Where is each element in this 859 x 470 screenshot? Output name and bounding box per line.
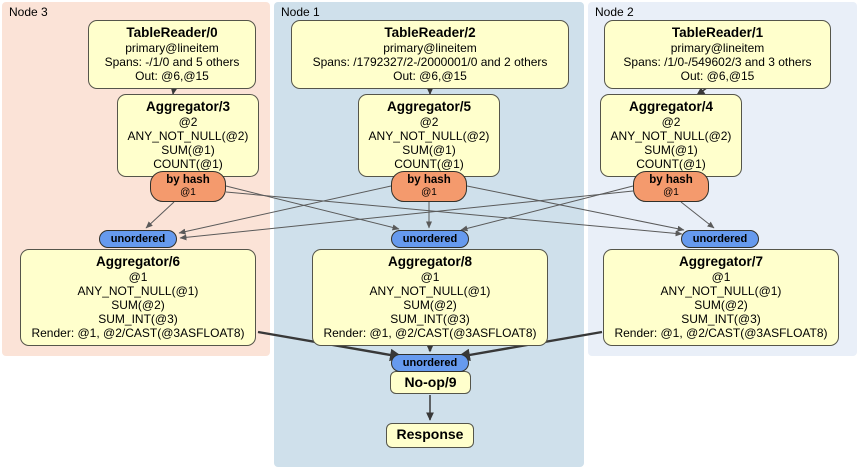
processor-detail: Out: @6,@15 [393,69,467,83]
by-hash-router-node1: by hash @1 [391,171,467,202]
processor-detail: primary@lineitem [125,41,219,55]
router-label: by hash [166,174,210,186]
noop-box: No-op/9 [390,371,471,394]
aggregator-8-box: Aggregator/8 @1 ANY_NOT_NULL(@1) SUM(@2)… [312,249,548,346]
processor-detail: @2 [178,115,198,129]
unordered-sync-node1: unordered [391,230,469,248]
processor-detail: SUM_INT(@3) [390,312,470,326]
processor-detail: Spans: /1792327/2-/2000001/0 and 2 other… [312,55,548,69]
processor-detail: @1 [128,270,148,284]
processor-title: Aggregator/7 [678,254,763,269]
by-hash-router-node2: by hash @1 [633,171,709,202]
processor-detail: COUNT(@1) [636,157,706,171]
processor-detail: ANY_NOT_NULL(@2) [127,129,249,143]
response-box: Response [386,423,474,448]
processor-detail: ANY_NOT_NULL(@1) [77,284,199,298]
processor-detail: @2 [661,115,681,129]
processor-detail: @2 [419,115,439,129]
processor-detail: primary@lineitem [383,41,477,55]
processor-detail: Out: @6,@15 [135,69,209,83]
aggregator-5-box: Aggregator/5 @2 ANY_NOT_NULL(@2) SUM(@1)… [358,94,500,177]
aggregator-6-box: Aggregator/6 @1 ANY_NOT_NULL(@1) SUM(@2)… [20,249,256,346]
router-key: @1 [421,187,437,198]
unordered-sync-node2: unordered [681,230,759,248]
processor-detail: ANY_NOT_NULL(@2) [368,129,490,143]
unordered-sync-node3: unordered [99,230,177,248]
processor-detail: Render: @1, @2/CAST(@3ASFLOAT8) [614,326,828,340]
processor-detail: SUM(@1) [161,143,215,157]
processor-detail: Spans: -/1/0 and 5 others [104,55,240,69]
processor-title: TableReader/1 [671,25,764,40]
processor-detail: ANY_NOT_NULL(@2) [610,129,732,143]
tablereader-0-box: TableReader/0 primary@lineitem Spans: -/… [88,20,256,89]
aggregator-3-box: Aggregator/3 @2 ANY_NOT_NULL(@2) SUM(@1)… [117,94,259,177]
processor-title: TableReader/0 [126,25,218,40]
router-key: @1 [663,187,679,198]
processor-title: Aggregator/8 [387,254,472,269]
unordered-sync-final: unordered [391,354,469,372]
aggregator-4-box: Aggregator/4 @2 ANY_NOT_NULL(@2) SUM(@1)… [600,94,742,177]
processor-detail: @1 [711,270,731,284]
by-hash-router-node3: by hash @1 [150,171,226,202]
router-label: by hash [649,174,693,186]
tablereader-2-box: TableReader/2 primary@lineitem Spans: /1… [291,20,569,89]
processor-title: TableReader/2 [384,25,476,40]
processor-detail: ANY_NOT_NULL(@1) [660,284,782,298]
processor-detail: Render: @1, @2/CAST(@3ASFLOAT8) [31,326,245,340]
processor-detail: primary@lineitem [670,41,765,55]
processor-detail: SUM(@2) [403,298,457,312]
processor-detail: Out: @6,@15 [680,69,755,83]
router-key: @1 [180,187,196,198]
processor-detail: Render: @1, @2/CAST(@3ASFLOAT8) [323,326,537,340]
tablereader-1-box: TableReader/1 primary@lineitem Spans: /1… [604,20,831,89]
region-label: Node 3 [9,5,48,19]
router-label: by hash [407,174,451,186]
processor-detail: SUM(@1) [402,143,456,157]
processor-detail: Spans: /1/0-/549602/3 and 3 others [623,55,812,69]
processor-detail: SUM(@2) [111,298,165,312]
aggregator-7-box: Aggregator/7 @1 ANY_NOT_NULL(@1) SUM(@2)… [603,249,839,346]
processor-title: Aggregator/5 [386,99,471,114]
processor-detail: SUM_INT(@3) [681,312,761,326]
processor-detail: COUNT(@1) [153,157,223,171]
processor-detail: SUM(@1) [644,143,698,157]
processor-detail: SUM(@2) [694,298,748,312]
region-label: Node 2 [595,5,634,19]
processor-detail: SUM_INT(@3) [98,312,178,326]
processor-title: Aggregator/3 [145,99,230,114]
processor-title: Aggregator/6 [95,254,180,269]
processor-detail: COUNT(@1) [394,157,464,171]
processor-detail: @1 [420,270,440,284]
processor-title: Aggregator/4 [628,99,713,114]
processor-detail: ANY_NOT_NULL(@1) [369,284,491,298]
region-label: Node 1 [281,5,320,19]
